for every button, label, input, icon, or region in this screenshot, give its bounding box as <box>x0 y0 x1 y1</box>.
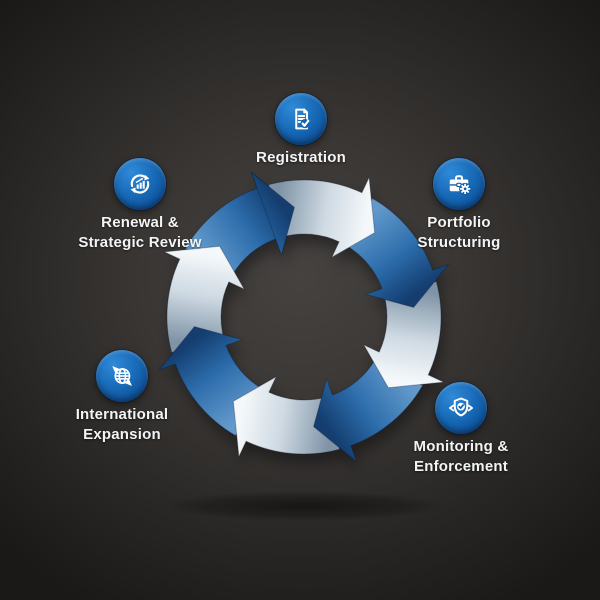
cycle-arrow-light-0 <box>268 176 376 258</box>
monitoring-enforcement-label: Monitoring & Enforcement <box>414 437 509 477</box>
monitoring-enforcement-badge <box>435 382 487 434</box>
cycle-arrow-ring <box>158 171 450 463</box>
monitoring-enforcement-label-line: Monitoring & <box>413 438 509 455</box>
shield-check-icon <box>449 397 473 417</box>
stage-monitoring-enforcement: Monitoring & Enforcement <box>366 382 556 477</box>
cycle-arrow-light-4 <box>232 376 340 458</box>
globe-arrows-icon <box>112 366 132 386</box>
international-expansion-label: International Expansion <box>76 405 169 445</box>
document-check-icon <box>295 108 310 130</box>
international-expansion-label-line: International <box>75 406 169 423</box>
portfolio-structuring-label-line: Portfolio <box>427 214 491 231</box>
portfolio-structuring-label-line: Structuring <box>417 234 501 251</box>
portfolio-structuring-label: Portfolio Structuring <box>417 213 500 253</box>
renewal-chart-icon <box>130 174 150 194</box>
registration-badge <box>275 93 327 145</box>
monitoring-enforcement-label-line: Enforcement <box>414 458 508 475</box>
portfolio-structuring-badge <box>433 158 485 210</box>
briefcase-gear-icon <box>449 175 472 195</box>
registration-label-line: Registration <box>256 149 346 166</box>
cycle-arrow-light-6 <box>163 245 245 353</box>
registration-label: Registration <box>256 148 346 168</box>
ground-shadow <box>162 491 446 521</box>
cycle-arrow-blue-7-head <box>250 171 295 256</box>
stage-portfolio-structuring: Portfolio Structuring <box>364 158 554 253</box>
stage-registration: Registration <box>206 93 396 168</box>
renewal-strategic-review-label: Renewal & Strategic Review <box>78 213 201 253</box>
renewal-strategic-review-label-line: Strategic Review <box>78 234 202 251</box>
renewal-strategic-review-badge <box>114 158 166 210</box>
international-expansion-badge <box>96 350 148 402</box>
international-expansion-label-line: Expansion <box>83 426 161 443</box>
renewal-strategic-review-label-line: Renewal & <box>101 214 179 231</box>
stage-international-expansion: International Expansion <box>27 350 217 445</box>
cycle-arrow-light-2 <box>363 281 445 389</box>
stage-renewal-strategic-review: Renewal & Strategic Review <box>45 158 235 253</box>
